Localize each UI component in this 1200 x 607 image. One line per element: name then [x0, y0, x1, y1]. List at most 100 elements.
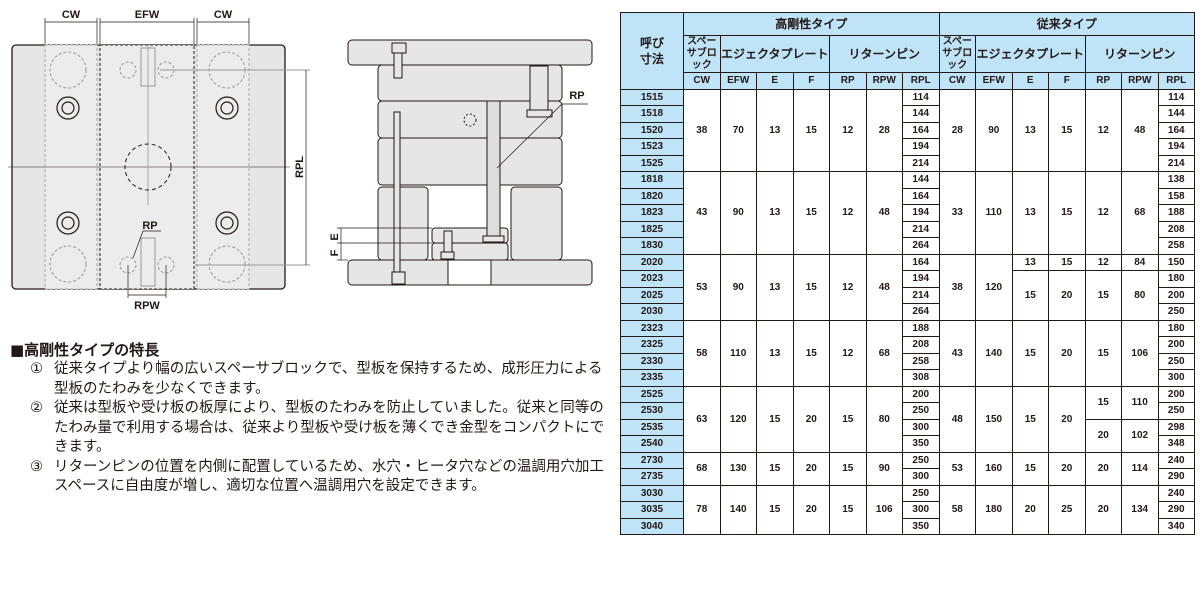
- high-rigidity-e-cell: 13: [756, 253, 794, 321]
- conventional-rpw-cell: 80: [1121, 270, 1159, 321]
- high-rigidity-rp-cell: 15: [829, 385, 867, 453]
- high-rigidity-rpl-cell: 264: [902, 303, 940, 321]
- high-rigidity-rpl-cell: 114: [902, 88, 940, 106]
- high-rigidity-efw-cell: 70: [719, 88, 757, 172]
- conventional-cw-cell: 48: [938, 385, 976, 453]
- high-rigidity-rpl-cell: 164: [902, 121, 940, 139]
- nominal-size-cell: 2325: [620, 336, 684, 354]
- conventional-rp-cell: 15: [1084, 385, 1122, 420]
- nominal-size-cell: 2525: [620, 385, 684, 403]
- e-label: E: [329, 233, 341, 240]
- high-rigidity-rpl-cell: 308: [902, 369, 940, 387]
- conventional-efw-cell: 150: [975, 385, 1013, 453]
- high-rigidity-rpw-cell: 48: [865, 253, 903, 321]
- nominal-size-cell: 1515: [620, 88, 684, 106]
- nominal-size-cell: 2020: [620, 253, 684, 271]
- high-rigidity-f-cell: 15: [792, 88, 830, 172]
- group-header: スペーサブロック: [938, 35, 976, 73]
- conventional-rpl-cell: 144: [1157, 105, 1195, 123]
- nominal-size-cell: 2535: [620, 418, 684, 436]
- cw-left-label: CW: [62, 9, 81, 21]
- conventional-rpl-cell: 158: [1157, 187, 1195, 205]
- nominal-size-cell: 2023: [620, 270, 684, 288]
- high-rigidity-rpl-cell: 300: [902, 418, 940, 436]
- column-header-rpw: RPW: [1121, 72, 1159, 90]
- conventional-rp-cell: 20: [1084, 451, 1122, 486]
- conventional-rpl-cell: 340: [1157, 517, 1195, 535]
- nominal-size-cell: 3040: [620, 517, 684, 535]
- conventional-rpl-cell: 200: [1157, 385, 1195, 403]
- conventional-rp-cell: 12: [1084, 171, 1122, 255]
- conventional-rpl-cell: 138: [1157, 171, 1195, 189]
- nominal-size-cell: 2330: [620, 352, 684, 370]
- conventional-cw-cell: 53: [938, 451, 976, 486]
- conventional-f-cell: 20: [1048, 319, 1086, 387]
- conventional-efw-cell: 120: [975, 253, 1013, 321]
- conventional-rpl-cell: 114: [1157, 88, 1195, 106]
- conventional-rpl-cell: 188: [1157, 204, 1195, 222]
- high-rigidity-e-cell: 13: [756, 88, 794, 172]
- conventional-rpw-cell: 110: [1121, 385, 1159, 420]
- nominal-size-cell: 2730: [620, 451, 684, 469]
- rp-section-label: RP: [569, 90, 584, 102]
- group-header: スペーサブロック: [683, 35, 721, 73]
- conventional-e-cell: 13: [1011, 171, 1049, 255]
- high-rigidity-rpl-cell: 300: [902, 501, 940, 519]
- high-rigidity-rpl-cell: 250: [902, 402, 940, 420]
- conventional-rp-cell: 12: [1084, 253, 1122, 271]
- type-header: 従来タイプ: [938, 12, 1195, 36]
- conventional-rpw-cell: 84: [1121, 253, 1159, 271]
- conventional-f-cell: 20: [1048, 270, 1086, 321]
- nominal-size-cell: 2030: [620, 303, 684, 321]
- conventional-rp-cell: 15: [1084, 270, 1122, 321]
- nominal-size-cell: 1518: [620, 105, 684, 123]
- conventional-rpl-cell: 348: [1157, 435, 1195, 453]
- rpl-label: RPL: [294, 156, 306, 178]
- high-rigidity-rp-cell: 15: [829, 451, 867, 486]
- feature-text: リターンピンの位置を内側に配置しているため、水穴・ヒータ穴などの温調用穴加工スペ…: [54, 458, 604, 495]
- conventional-efw-cell: 140: [975, 319, 1013, 387]
- high-rigidity-efw-cell: 90: [719, 171, 757, 255]
- conventional-cw-cell: 38: [938, 253, 976, 321]
- conventional-rpl-cell: 164: [1157, 121, 1195, 139]
- nominal-size-header: 呼び寸法: [620, 12, 684, 90]
- high-rigidity-rp-cell: 12: [829, 171, 867, 255]
- high-rigidity-rpl-cell: 188: [902, 319, 940, 337]
- high-rigidity-efw-cell: 90: [719, 253, 757, 321]
- conventional-rpl-cell: 200: [1157, 286, 1195, 304]
- high-rigidity-rp-cell: 15: [829, 484, 867, 535]
- high-rigidity-rpw-cell: 68: [865, 319, 903, 387]
- conventional-rpl-cell: 214: [1157, 154, 1195, 172]
- conventional-rpl-cell: 250: [1157, 402, 1195, 420]
- high-rigidity-cw-cell: 58: [683, 319, 721, 387]
- nominal-size-cell: 1823: [620, 204, 684, 222]
- conventional-rpl-cell: 258: [1157, 237, 1195, 255]
- conventional-rpw-cell: 114: [1121, 451, 1159, 486]
- high-rigidity-rpw-cell: 90: [865, 451, 903, 486]
- conventional-rpl-cell: 290: [1157, 468, 1195, 486]
- column-header-f: F: [792, 72, 830, 90]
- mold-drawings: CW EFW CW RPL RP RPW RP F E: [8, 9, 593, 312]
- conventional-efw-cell: 90: [975, 88, 1013, 172]
- conventional-e-cell: 13: [1011, 88, 1049, 172]
- column-header-e: E: [756, 72, 794, 90]
- high-rigidity-rp-cell: 12: [829, 319, 867, 387]
- high-rigidity-efw-cell: 140: [719, 484, 757, 535]
- conventional-rpw-cell: 48: [1121, 88, 1159, 172]
- high-rigidity-f-cell: 20: [792, 385, 830, 453]
- high-rigidity-rpl-cell: 300: [902, 468, 940, 486]
- high-rigidity-e-cell: 15: [756, 484, 794, 535]
- nominal-size-cell: 2540: [620, 435, 684, 453]
